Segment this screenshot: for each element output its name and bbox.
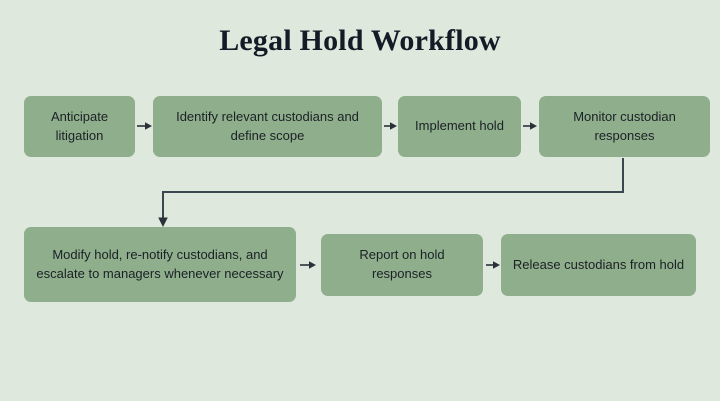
flow-node-label: Anticipate litigation	[50, 108, 109, 143]
flow-node-identify-custodians[interactable]: Identify relevant custodians and define …	[153, 96, 382, 157]
arrow-right-icon-report-release	[486, 261, 500, 269]
flow-node-release-custodians[interactable]: Release custodians from hold	[501, 234, 696, 296]
flow-node-anticipate-litigation[interactable]: Anticipate litigation	[24, 96, 135, 157]
flow-node-modify-hold[interactable]: Modify hold, re-notify custodians, and e…	[24, 227, 296, 302]
flow-node-label: Identify relevant custodians and define …	[176, 108, 359, 143]
flow-node-monitor-responses[interactable]: Monitor custodian responses	[539, 96, 710, 157]
flow-node-label: Monitor custodian responses	[573, 108, 676, 143]
arrow-right-icon-identify-implement	[384, 122, 397, 130]
flow-node-label: Implement hold	[415, 118, 504, 134]
elbow-arrow-icon-monitor-modify	[158, 158, 624, 227]
arrow-right-icon-implement-monitor	[523, 122, 537, 130]
arrow-right-icon-modify-report	[300, 261, 316, 269]
flow-node-report-responses[interactable]: Report on hold responses	[321, 234, 483, 296]
flow-node-implement-hold[interactable]: Implement hold	[398, 96, 521, 157]
page-title: Legal Hold Workflow	[219, 24, 501, 57]
arrow-right-icon-anticipate-identify	[137, 122, 152, 130]
flow-node-label: Release custodians from hold	[512, 256, 685, 272]
flow-node-label: Report on hold responses	[359, 247, 445, 281]
flow-node-label: Modify hold, re-notify custodians, and e…	[36, 246, 284, 281]
